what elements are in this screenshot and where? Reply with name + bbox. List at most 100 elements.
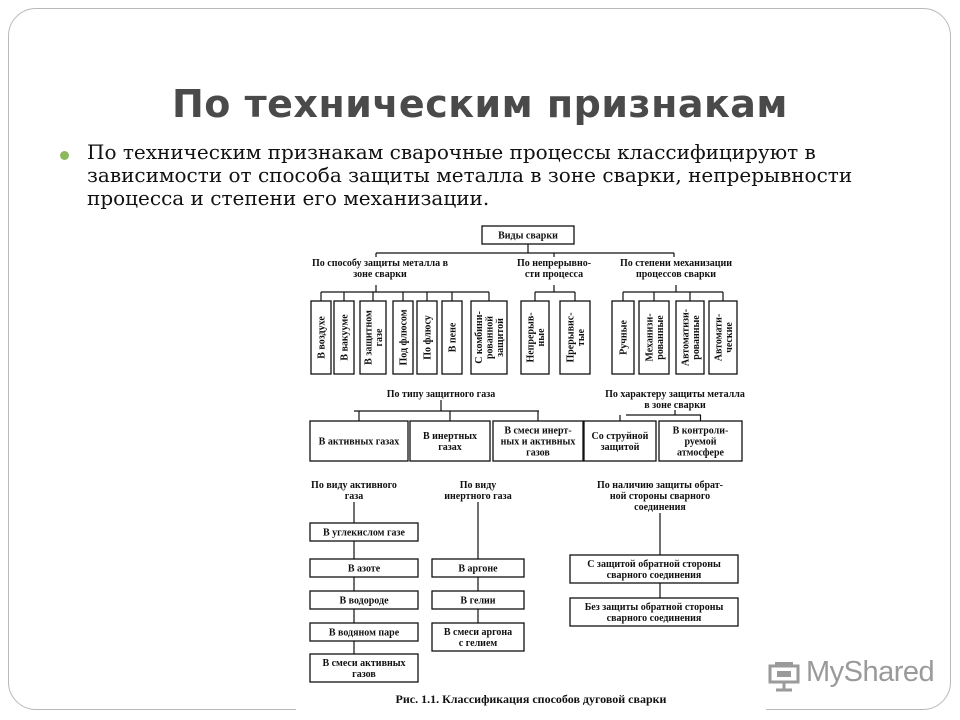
gas-type-item-box bbox=[492, 420, 584, 462]
text-line: Автоматизи- bbox=[680, 309, 691, 366]
text-line: В смеси активных bbox=[322, 658, 405, 669]
text-line: защитой bbox=[495, 318, 506, 357]
reverse-side-item-box bbox=[569, 554, 739, 584]
text-line: ные bbox=[536, 328, 547, 347]
text-line: атмосфере bbox=[677, 448, 725, 459]
reverse-side-item-box bbox=[569, 597, 739, 627]
text-line: В контроли- bbox=[673, 426, 729, 437]
inert-gas-item-box-label: В аргоне bbox=[458, 564, 498, 575]
mechanization-item-box-label: Автоматизи-рованные bbox=[680, 309, 702, 366]
text-line: процессов сварки bbox=[636, 269, 716, 280]
text-line: Автомати- bbox=[713, 314, 724, 361]
text-line: газов bbox=[526, 448, 550, 459]
text-line: Без защиты обратной стороны bbox=[585, 602, 724, 613]
active-gas-item-box bbox=[309, 622, 419, 642]
text-line: с гелием bbox=[459, 638, 498, 649]
text-line: По виду bbox=[460, 480, 497, 491]
text-line: Под флюсом bbox=[399, 309, 410, 365]
text-line: защитой bbox=[601, 442, 640, 453]
protection-character-item-box bbox=[583, 420, 657, 462]
continuity-item-box-label: Непрерыв-ные bbox=[525, 312, 547, 362]
presentation-board-icon bbox=[768, 662, 800, 692]
active-gas-item-box-label: В углекислом газе bbox=[323, 528, 406, 539]
protection-item-box bbox=[416, 300, 438, 375]
protection-character-item-box bbox=[658, 420, 743, 462]
continuity-item-box bbox=[520, 300, 550, 375]
text-line: В инертных bbox=[423, 431, 477, 442]
text-line: По наличию защиты обрат- bbox=[597, 480, 723, 491]
text-line: Со струйной bbox=[592, 431, 649, 442]
active-gas-item-box-label: В водяном паре bbox=[329, 628, 400, 639]
mechanization-item-box-label: Ручные bbox=[619, 320, 630, 355]
protection-item-box bbox=[333, 300, 355, 375]
inert-gas-item-box-label: В гелии bbox=[460, 596, 495, 607]
protection-item-box bbox=[392, 300, 414, 375]
text-line: в зоне сварки bbox=[644, 400, 706, 411]
protection-item-box-label: По флюсу bbox=[423, 315, 434, 360]
text-line: газа bbox=[345, 491, 364, 502]
bullet-text: По техническим признакам сварочные проце… bbox=[87, 140, 853, 210]
protection-item-box-label: В воздухе bbox=[317, 316, 328, 359]
text-line: газах bbox=[438, 442, 462, 453]
text-line: В углекислом газе bbox=[323, 528, 406, 539]
mechanization-item-box-label: Автомати-ческие bbox=[713, 314, 735, 361]
text-line: В водяном паре bbox=[329, 628, 400, 639]
text-line: В воздухе bbox=[317, 316, 328, 359]
protection-item-box-label: В пене bbox=[448, 322, 459, 352]
text-line: В водороде bbox=[339, 596, 389, 607]
text-line: В азоте bbox=[348, 564, 381, 575]
mechanization-item-box bbox=[708, 300, 738, 375]
inert-gas-item-box bbox=[431, 622, 525, 652]
text-line: В вакууме bbox=[340, 314, 351, 361]
reverse-side-header: По наличию защиты обрат-ной стороны свар… bbox=[597, 480, 723, 513]
gas-type-item-box bbox=[309, 420, 409, 462]
text-line: газов bbox=[352, 669, 376, 680]
text-line: По способу защиты металла в bbox=[312, 258, 449, 269]
text-line: В пене bbox=[448, 322, 459, 352]
text-line: сварного соединения bbox=[607, 613, 702, 624]
active-gas-item-box-label: В водороде bbox=[339, 596, 389, 607]
text-line: сварного соединения bbox=[607, 570, 702, 581]
active-gas-item-box bbox=[309, 590, 419, 610]
continuity-item-box-label: Прерывис-тые bbox=[565, 312, 587, 362]
gas-type-item-box bbox=[409, 420, 491, 462]
text-line: газе bbox=[374, 328, 385, 347]
protection-item-box-label: В вакууме bbox=[340, 314, 351, 361]
text-line: Виды сварки bbox=[498, 231, 558, 242]
mechanization-item-box bbox=[638, 300, 670, 375]
mechanization-item-box-label: Механизи-рованные bbox=[644, 313, 666, 361]
active-gas-item-box-label: В азоте bbox=[348, 564, 381, 575]
protection-item-box bbox=[310, 300, 332, 375]
protection-item-box bbox=[359, 300, 387, 375]
text-line: соединения bbox=[634, 502, 686, 513]
text-line: рованные bbox=[691, 315, 702, 360]
text-line: Прерывис- bbox=[565, 312, 576, 362]
protection-item-box-label: С комбини-рованнойзащитой bbox=[474, 311, 506, 364]
text-line: В активных газах bbox=[319, 437, 400, 448]
mechanization-item-box bbox=[611, 300, 635, 375]
text-line: инертного газа bbox=[444, 491, 511, 502]
text-line: зоне сварки bbox=[353, 269, 407, 280]
protection-item-box-label: В защитномгазе bbox=[363, 310, 385, 365]
watermark-text: MyShared bbox=[806, 656, 935, 688]
active-gas-item-box bbox=[309, 653, 419, 683]
text-line: ных и активных bbox=[501, 437, 576, 448]
text-line: По виду активного bbox=[311, 480, 397, 491]
gas-type-header: По типу защитного газа bbox=[387, 389, 495, 400]
text-line: По степени механизации bbox=[620, 258, 732, 269]
continuity-item-box bbox=[559, 300, 591, 375]
mechanization-item-box bbox=[675, 300, 705, 375]
text-line: В смеси аргона bbox=[444, 627, 512, 638]
slide-title: По техническим признакам bbox=[172, 82, 788, 126]
text-line: В смеси инерт- bbox=[504, 426, 571, 437]
